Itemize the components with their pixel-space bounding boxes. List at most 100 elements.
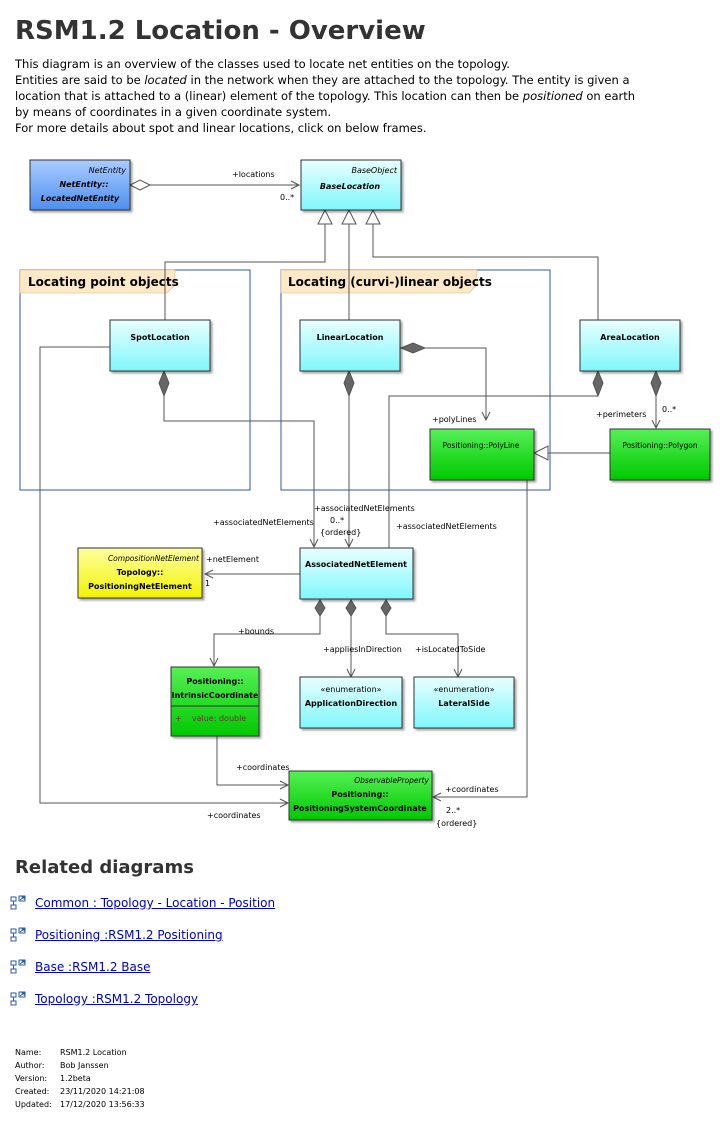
related-diagram-item[interactable]: Common : Topology - Location - Position bbox=[10, 894, 275, 912]
class-polyline[interactable]: Positioning::PolyLine bbox=[429, 428, 535, 481]
class-name: Positioning::Polygon bbox=[622, 441, 698, 450]
class-polygon[interactable]: Positioning::Polygon bbox=[609, 428, 711, 481]
meta-value: 17/12/2020 13:56:33 bbox=[60, 1100, 145, 1109]
diagram-link-icon bbox=[10, 959, 26, 975]
diagram-link-icon bbox=[10, 927, 26, 943]
intro-text-segment: For more details about spot and linear l… bbox=[15, 121, 427, 135]
multiplicity-label: 0..* bbox=[330, 516, 344, 525]
class-name: Topology:: bbox=[117, 568, 164, 577]
role-label: +perimeters bbox=[596, 410, 646, 419]
meta-key: Version: bbox=[15, 1074, 48, 1083]
intro-text-segment: This diagram is an overview of the class… bbox=[15, 57, 510, 71]
related-diagram-link[interactable]: Base :RSM1.2 Base bbox=[35, 960, 151, 974]
intro-line: location that is attached to a (linear) … bbox=[15, 88, 705, 104]
role-label: +coordinates bbox=[207, 811, 261, 820]
uml-diagram: Locating point objects Locating (curvi-)… bbox=[19, 159, 711, 828]
class-attribute: + value: double bbox=[175, 714, 246, 723]
role-label: +bounds bbox=[238, 627, 274, 636]
related-diagram-item[interactable]: Positioning :RSM1.2 Positioning bbox=[10, 926, 223, 944]
connectors bbox=[39, 180, 661, 808]
class-name: ApplicationDirection bbox=[305, 699, 398, 708]
frame-locating-point-objects[interactable]: Locating point objects bbox=[19, 269, 251, 491]
class-name: Positioning::PolyLine bbox=[443, 441, 520, 450]
class-name: PositioningSystemCoordinate bbox=[293, 804, 427, 813]
composition-diamonds bbox=[158, 342, 662, 617]
role-label: +coordinates bbox=[445, 785, 499, 794]
intro-emphasis: positioned bbox=[522, 89, 583, 103]
meta-key: Created: bbox=[15, 1087, 50, 1096]
class-area-location[interactable]: AreaLocation bbox=[579, 319, 681, 372]
class-located-net-entity[interactable] bbox=[29, 159, 131, 211]
intro-text-segment: in the network when they are attached to… bbox=[186, 73, 630, 87]
class-name: LinearLocation bbox=[317, 333, 384, 342]
stereotype-composition: CompositionNetElement bbox=[108, 554, 200, 563]
related-diagram-item[interactable]: Topology :RSM1.2 Topology bbox=[10, 990, 198, 1008]
multiplicity-label: 2..* bbox=[446, 806, 460, 815]
intro-text-segment: Entities are said to be bbox=[15, 73, 145, 87]
class-name: AssociatedNetElement bbox=[305, 560, 407, 569]
multiplicity-label: 0..* bbox=[662, 405, 676, 414]
meta-row: Updated:17/12/2020 13:56:33 bbox=[15, 1098, 145, 1111]
intro-line: Entities are said to be located in the n… bbox=[15, 72, 705, 88]
stereotype-observable: ObservableProperty bbox=[354, 776, 429, 785]
class-intrinsic-coordinate[interactable] bbox=[170, 666, 260, 737]
intro-emphasis: located bbox=[144, 73, 187, 87]
class-positioning-net-element[interactable] bbox=[77, 547, 203, 599]
multiplicity-label: 1 bbox=[205, 579, 210, 588]
class-name: PositioningNetElement bbox=[88, 582, 192, 591]
intro-line: For more details about spot and linear l… bbox=[15, 120, 705, 136]
class-positioning-system-coordinate[interactable] bbox=[288, 770, 433, 821]
intro-text-segment: by means of coordinates in a given coord… bbox=[15, 105, 332, 119]
class-base-location[interactable] bbox=[300, 159, 402, 211]
class-name: AreaLocation bbox=[600, 333, 660, 342]
role-label: +associatedNetElements bbox=[314, 504, 415, 513]
class-name: SpotLocation bbox=[130, 333, 190, 342]
meta-value: RSM1.2 Location bbox=[60, 1048, 127, 1057]
class-name: BaseLocation bbox=[320, 182, 380, 191]
intro-text-segment: on earth bbox=[582, 89, 636, 103]
stereotype-enumeration: «enumeration» bbox=[433, 685, 494, 694]
role-label: +coordinates bbox=[236, 763, 290, 772]
meta-value: 23/11/2020 14:21:08 bbox=[60, 1087, 145, 1096]
class-associated-net-element[interactable]: AssociatedNetElement bbox=[299, 547, 414, 600]
related-diagram-link[interactable]: Topology :RSM1.2 Topology bbox=[35, 992, 199, 1006]
page-title: RSM1.2 Location - Overview bbox=[15, 16, 426, 46]
meta-row: Author: Bob Janssen bbox=[15, 1059, 145, 1072]
stereotype-enumeration: «enumeration» bbox=[320, 685, 381, 694]
class-name: LocatedNetEntity bbox=[41, 194, 120, 203]
stereotype-baseobject: BaseObject bbox=[351, 166, 397, 175]
related-diagram-link[interactable]: Positioning :RSM1.2 Positioning bbox=[35, 928, 223, 942]
aggregation-diamonds bbox=[128, 179, 152, 191]
frame-label-linear: Locating (curvi-)linear objects bbox=[288, 275, 492, 289]
intro-line: by means of coordinates in a given coord… bbox=[15, 104, 705, 120]
meta-row: Version: 1.2beta bbox=[15, 1072, 145, 1085]
meta-row: Created: 23/11/2020 14:21:08 bbox=[15, 1085, 145, 1098]
class-linear-location[interactable]: LinearLocation bbox=[299, 319, 401, 372]
meta-value: 1.2beta bbox=[60, 1074, 91, 1083]
role-label: +associatedNetElements bbox=[396, 522, 497, 531]
diagram-link-icon bbox=[10, 895, 26, 911]
multiplicity-label: {ordered} bbox=[436, 819, 477, 828]
class-name: Positioning:: bbox=[331, 790, 388, 799]
stereotype-netentity: NetEntity bbox=[89, 166, 127, 175]
frame-label-point: Locating point objects bbox=[28, 275, 179, 289]
class-name: IntrinsicCoordinate bbox=[172, 691, 259, 700]
class-spot-location[interactable]: SpotLocation bbox=[109, 319, 211, 372]
class-application-direction[interactable]: «enumeration» ApplicationDirection bbox=[299, 676, 403, 729]
intro-text: This diagram is an overview of the class… bbox=[15, 56, 705, 136]
class-name: LateralSide bbox=[438, 699, 490, 708]
meta-value: Bob Janssen bbox=[60, 1061, 109, 1070]
related-diagram-link[interactable]: Common : Topology - Location - Position bbox=[35, 896, 276, 910]
generalization-arrows bbox=[317, 208, 549, 461]
role-label: +associatedNetElements bbox=[213, 518, 314, 527]
multiplicity-label: {ordered} bbox=[320, 528, 361, 537]
role-label: +isLocatedToSide bbox=[415, 645, 486, 654]
role-label: +appliesInDirection bbox=[323, 645, 402, 654]
frame-locating-linear-objects[interactable]: Locating (curvi-)linear objects bbox=[280, 269, 551, 491]
related-diagram-item[interactable]: Base :RSM1.2 Base bbox=[10, 958, 151, 976]
role-label: +polyLines bbox=[432, 415, 476, 424]
meta-key: Name: bbox=[15, 1048, 42, 1057]
class-lateral-side[interactable]: «enumeration» LateralSide bbox=[413, 676, 515, 729]
meta-key: Author: bbox=[15, 1061, 45, 1070]
